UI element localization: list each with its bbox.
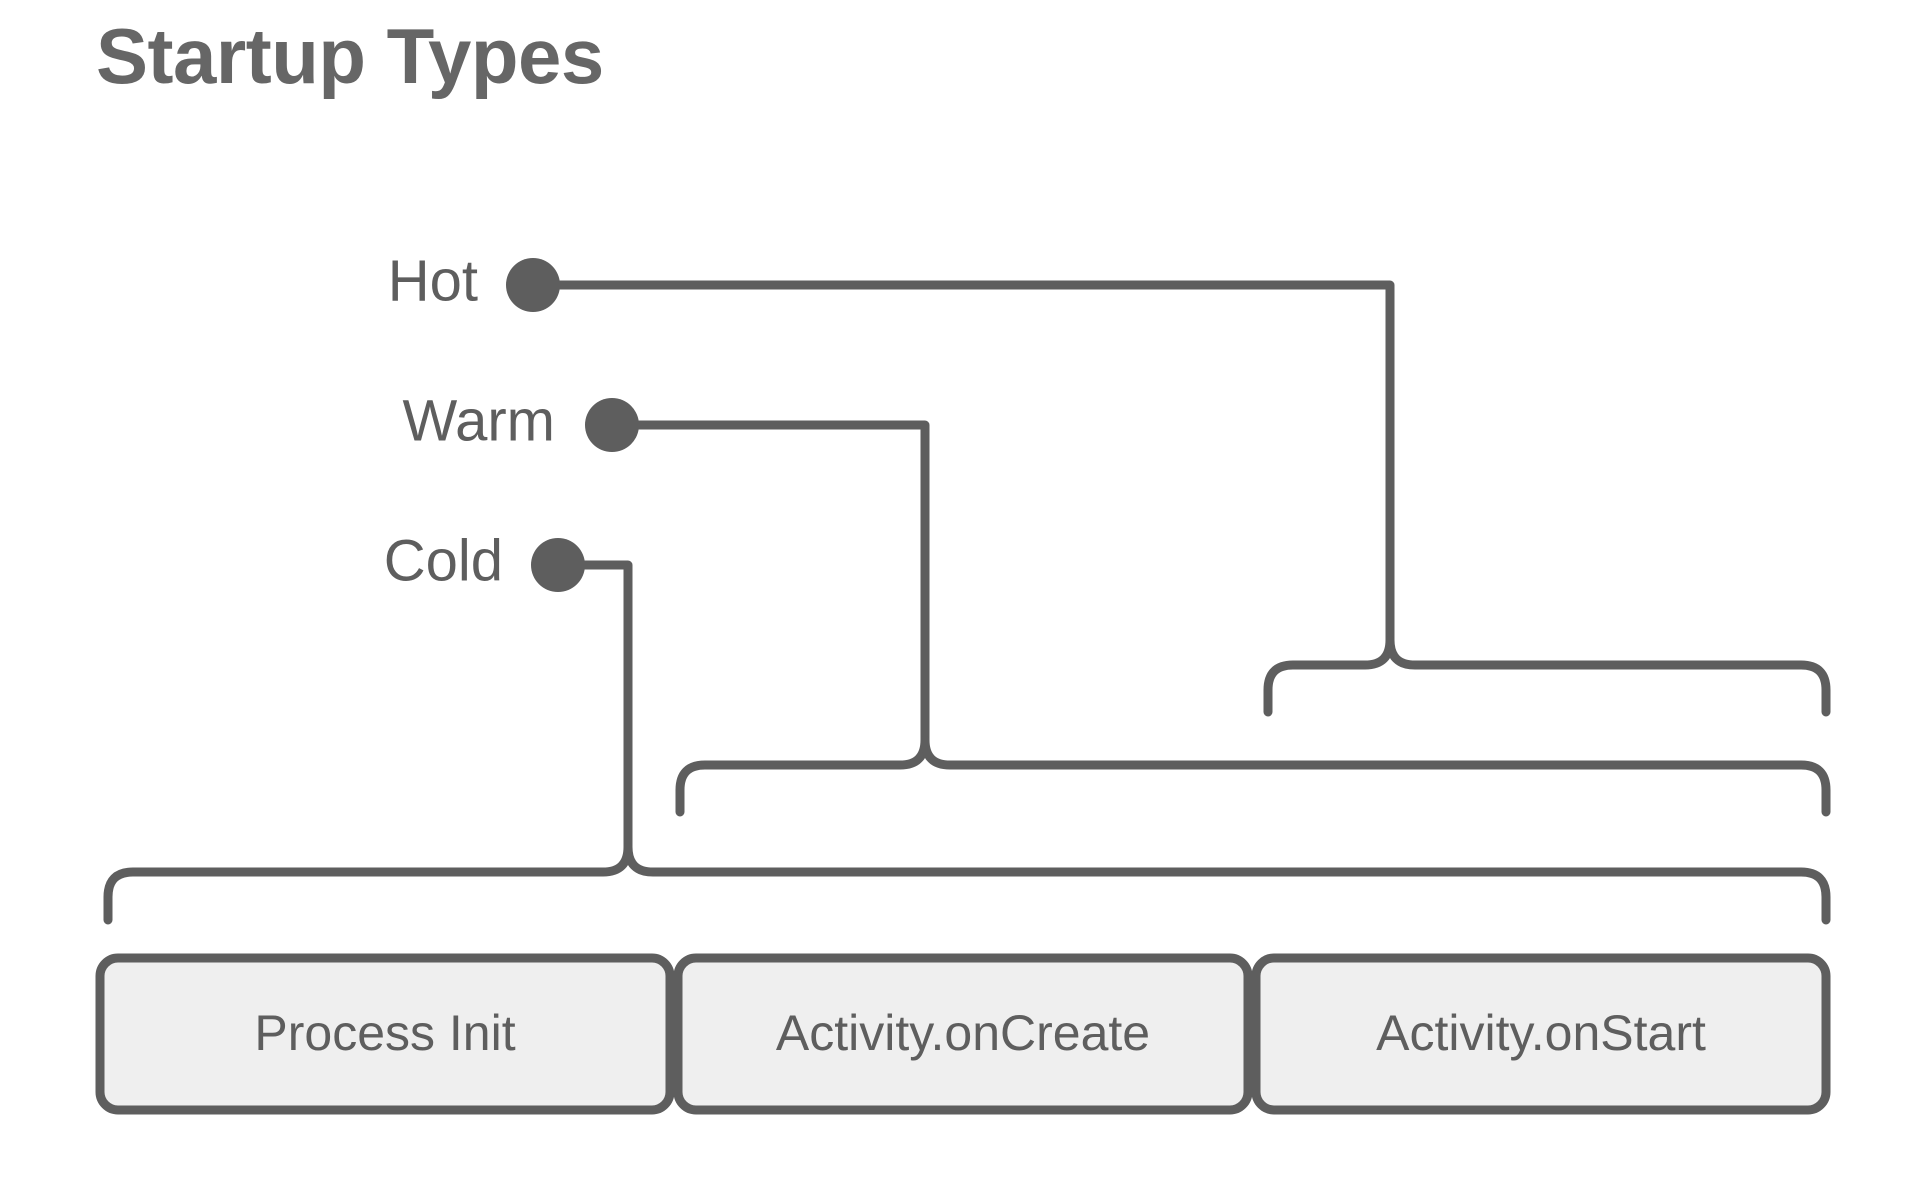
row-label-hot: Hot [388, 248, 478, 313]
node-dot-cold [531, 538, 585, 592]
stage-rect-activity-onstart[interactable] [1251, 953, 1831, 1115]
node-dot-hot [506, 258, 560, 312]
stage-box-activity-onstart[interactable]: Activity.onStart [1251, 953, 1831, 1115]
node-dot-warm [585, 398, 639, 452]
stage-label-activity-oncreate: Activity.onCreate [776, 1005, 1150, 1061]
page-title: Startup Types [96, 12, 604, 100]
startup-type-hot[interactable]: Hot [388, 248, 1831, 717]
bracket-warm-left [675, 735, 930, 817]
stage-rect-process-init[interactable] [95, 953, 675, 1115]
bracket-cold-left [103, 842, 633, 925]
stage-box-process-init[interactable]: Process Init [95, 953, 675, 1115]
connector-warm [631, 420, 930, 745]
bracket-cold-right [623, 842, 1831, 925]
row-label-warm: Warm [403, 388, 555, 453]
stage-rect-activity-oncreate[interactable] [673, 953, 1253, 1115]
bracket-hot-left [1263, 635, 1395, 717]
stage-label-activity-onstart: Activity.onStart [1376, 1005, 1706, 1061]
startup-type-warm[interactable]: Warm [403, 388, 1831, 817]
bracket-hot-right [1385, 635, 1831, 717]
connector-cold [577, 560, 633, 852]
startup-type-cold[interactable]: Cold [103, 528, 1831, 925]
bracket-warm-right [920, 735, 1831, 817]
connector-hot [552, 280, 1395, 645]
row-label-cold: Cold [384, 528, 503, 593]
stage-label-process-init: Process Init [254, 1005, 515, 1061]
stage-box-activity-oncreate[interactable]: Activity.onCreate [673, 953, 1253, 1115]
